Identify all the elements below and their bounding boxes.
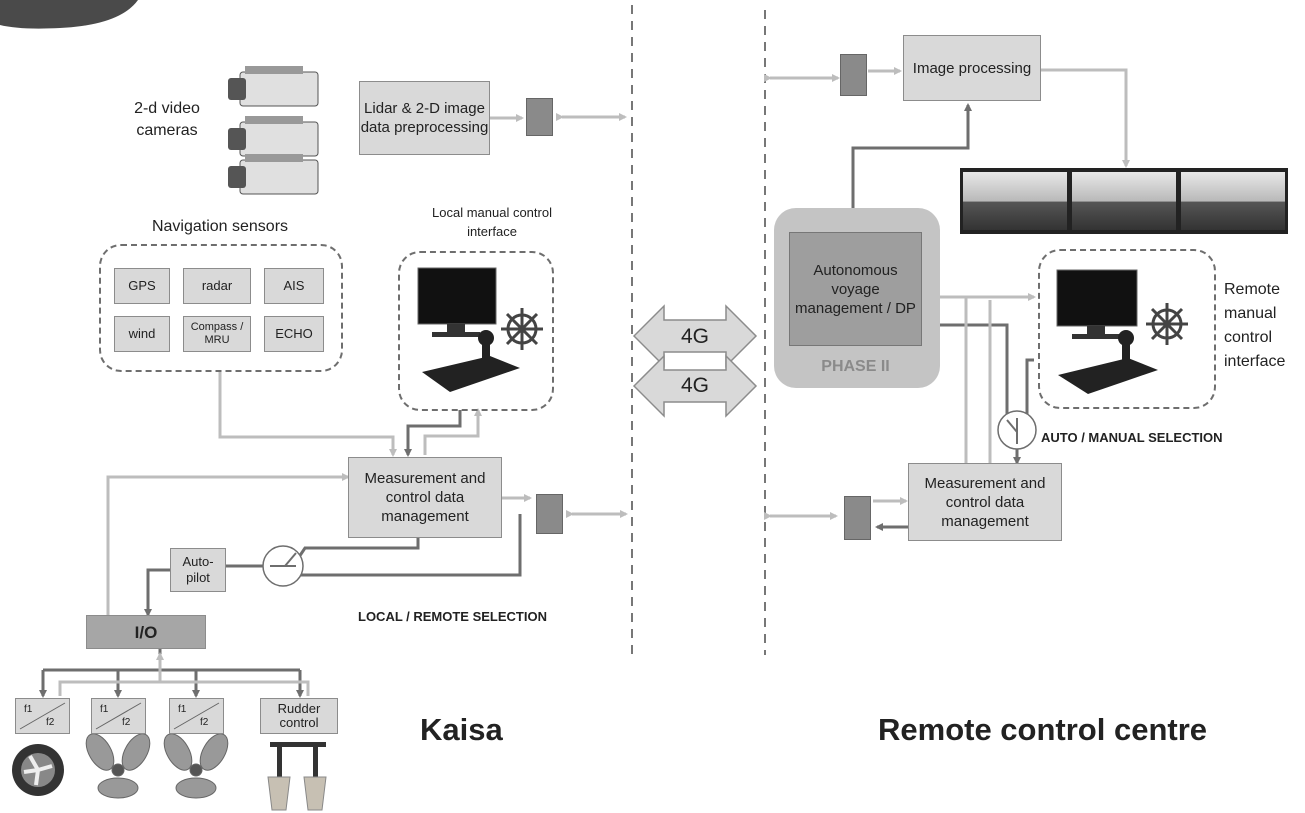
io-box: I/O <box>86 615 206 649</box>
image-processing-box: Image processing <box>903 35 1041 101</box>
autopilot-box: Auto-pilot <box>170 548 226 592</box>
converter-f1-label: f1 <box>24 704 33 715</box>
rudder-icon <box>267 742 327 811</box>
local-manual-group <box>398 251 554 411</box>
converter-f2-label: f2 <box>200 717 209 728</box>
nav-sensors-group <box>99 244 343 372</box>
autonomous-voyage-box: Autonomous voyage management / DP <box>789 232 922 346</box>
remote-manual-group <box>1038 249 1216 409</box>
sensor-ais: AIS <box>264 268 324 304</box>
remote-monitor-icon <box>1056 269 1138 339</box>
converter-f1-label: f1 <box>100 704 109 715</box>
local-manual-label: Local manual control interface <box>432 205 552 239</box>
converter-f2-label: f2 <box>122 717 131 728</box>
phase-ii-label: PHASE II <box>821 358 890 375</box>
remote-measurement-box: Measurement and control data management <box>908 463 1062 541</box>
remote-title: Remote control centre <box>878 712 1208 747</box>
remote-helm-icon <box>1146 303 1188 345</box>
local-remote-selection-label: LOCAL / REMOTE SELECTION <box>358 609 547 624</box>
lidar-preprocessing-box: Lidar & 2-D image data preprocessing <box>359 81 490 155</box>
vessel-data-transceiver <box>536 494 563 534</box>
remote-joystick-icon <box>1058 330 1158 394</box>
converter-f2-label: f2 <box>46 717 55 728</box>
propeller-icon-1 <box>85 733 151 799</box>
link-4g-label-a: 4G <box>680 325 709 348</box>
link-4g-label-b: 4G <box>680 374 709 397</box>
remote-data-transceiver <box>844 496 871 540</box>
sensor-gps: GPS <box>114 268 170 304</box>
monitor-wall-image <box>960 168 1288 234</box>
auto-manual-selection-label: AUTO / MANUAL SELECTION <box>1041 430 1223 445</box>
local-joystick-icon <box>422 330 520 392</box>
nav-sensors-title: Navigation sensors <box>151 218 289 235</box>
thruster-converter-2: f1 f2 <box>91 698 146 734</box>
sensor-compass-mru: Compass / MRU <box>183 316 251 352</box>
remote-manual-label: Remote manual control interface <box>1224 281 1286 370</box>
top-corner-shape <box>0 0 138 29</box>
vessel-title: Kaisa <box>420 712 503 747</box>
propeller-icon-2 <box>163 733 229 799</box>
vessel-lidar-transceiver <box>526 98 553 136</box>
sensor-radar: radar <box>183 268 251 304</box>
tunnel-thruster-icon <box>12 744 64 796</box>
remote-image-transceiver <box>840 54 867 96</box>
sensor-wind: wind <box>114 316 170 352</box>
link-arrow-lower <box>632 354 758 418</box>
converter-f1-label: f1 <box>178 704 187 715</box>
local-helm-icon <box>501 308 543 350</box>
thruster-converter-3: f1 f2 <box>169 698 224 734</box>
local-monitor-icon <box>417 267 497 337</box>
rudder-control-box: Rudder control <box>260 698 338 734</box>
cameras-label: 2-d video cameras <box>134 100 200 139</box>
sensor-echo: ECHO <box>264 316 324 352</box>
video-camera-icon <box>228 66 319 195</box>
vessel-measurement-box: Measurement and control data management <box>348 457 502 538</box>
thruster-converter-1: f1 f2 <box>15 698 70 734</box>
